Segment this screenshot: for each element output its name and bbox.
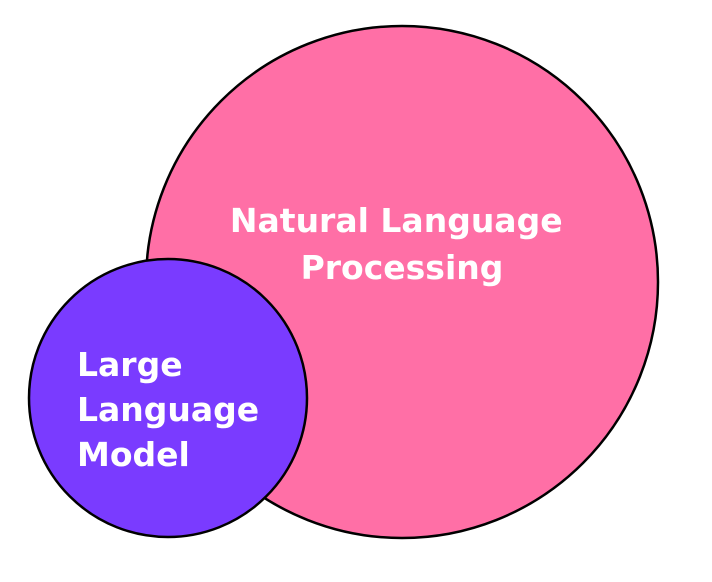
llm-label-line-1: Large (77, 345, 183, 384)
nlp-label: Natural Language Processing (230, 201, 574, 287)
llm-label: Large Language Model (77, 345, 271, 474)
llm-circle (27, 257, 309, 539)
llm-label-line-3: Model (77, 435, 190, 474)
nlp-label-line-1: Natural Language (230, 201, 563, 240)
nlp-label-line-2: Processing (301, 248, 504, 287)
llm-label-line-2: Language (77, 390, 259, 429)
